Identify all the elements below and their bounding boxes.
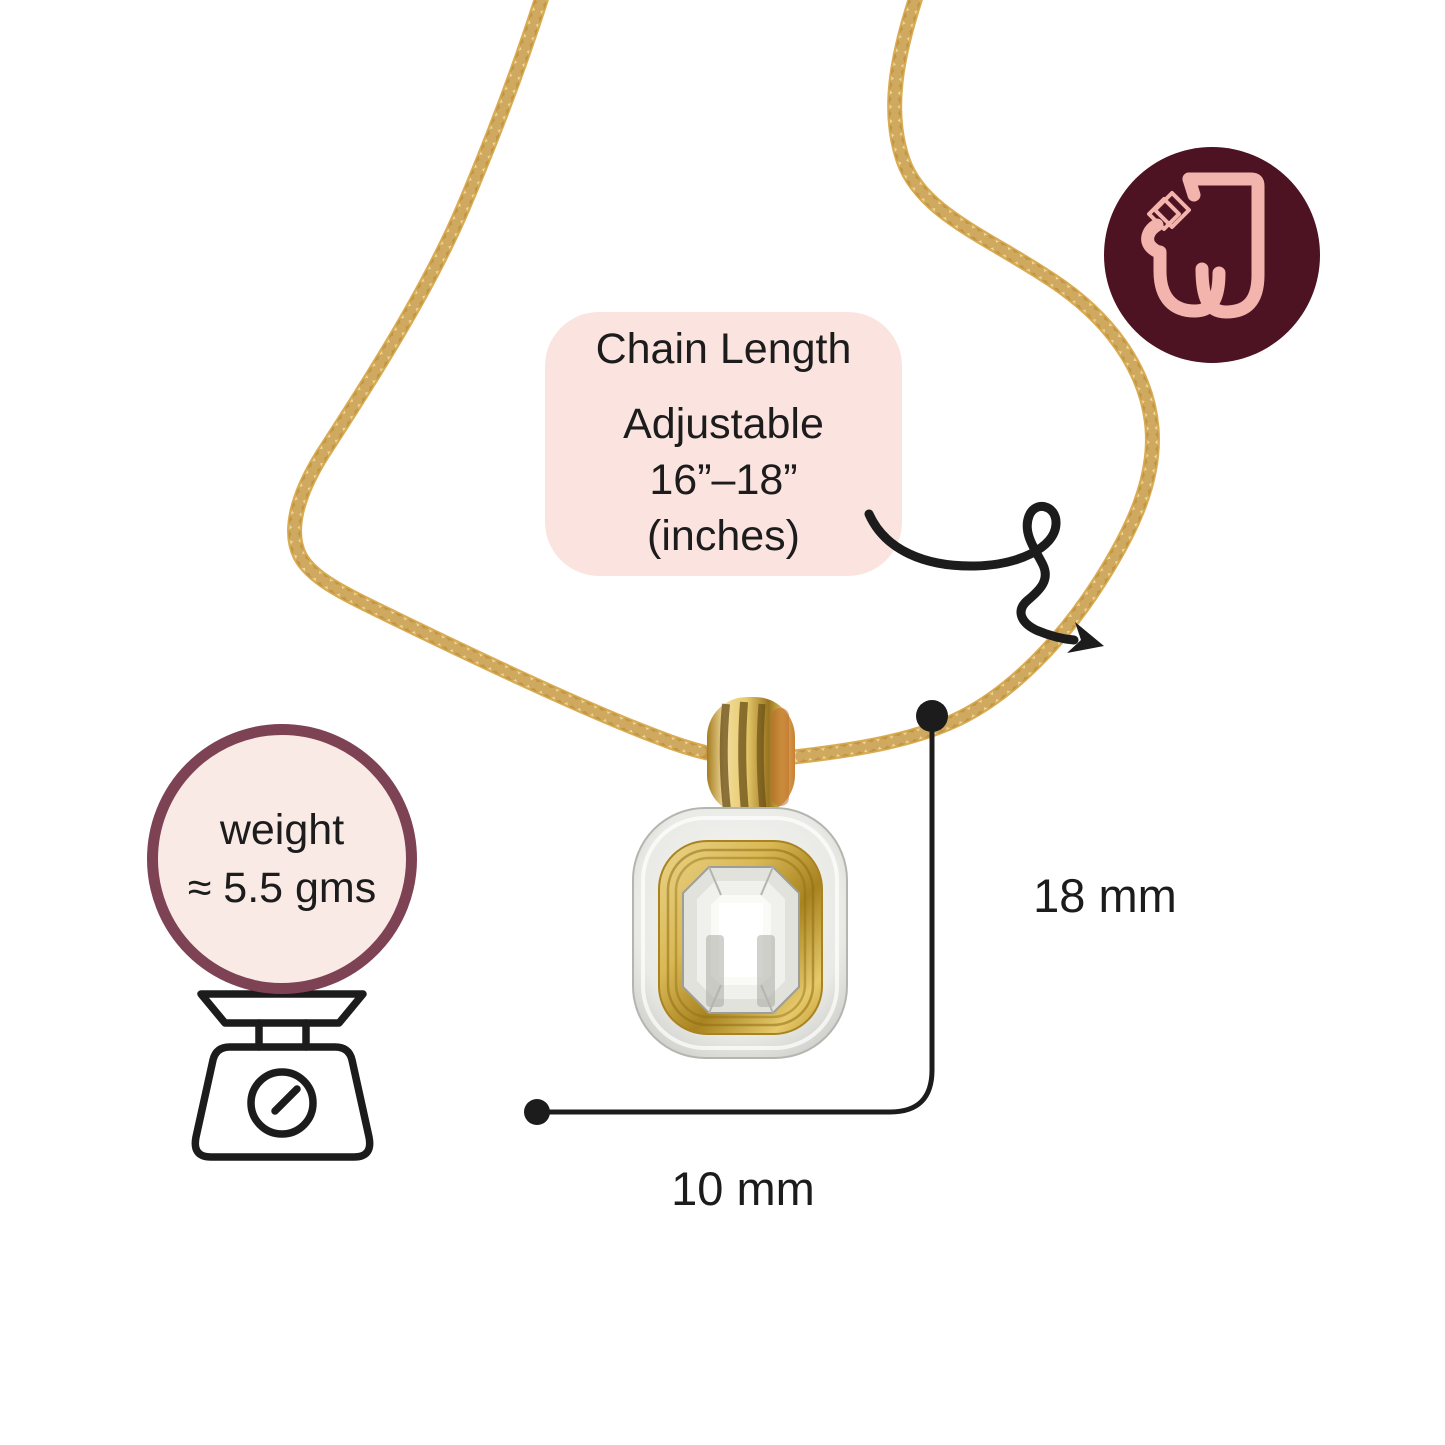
pendant-bezel xyxy=(658,840,823,1035)
pendant-stone xyxy=(682,866,800,1014)
pendant-frame xyxy=(632,807,848,1059)
curly-arrow-icon xyxy=(864,502,1104,653)
weight-badge: weight ≈ 5.5 gms xyxy=(147,724,417,994)
callout-title: Chain Length xyxy=(595,325,852,373)
weight-value: ≈ 5.5 gms xyxy=(187,864,377,912)
pendant-width-label: 10 mm xyxy=(671,1162,815,1215)
logo-circle xyxy=(1104,147,1320,363)
pendant-height-label: 18 mm xyxy=(1033,869,1177,922)
measurement-dot-top xyxy=(916,700,948,732)
j-monogram-icon xyxy=(1104,147,1320,363)
callout-line-adjustable: Adjustable xyxy=(623,400,824,448)
kitchen-scale-icon xyxy=(191,990,374,1161)
chain-length-callout: Chain Length Adjustable 16”–18” (inches) xyxy=(545,312,902,576)
pendant-bail xyxy=(707,697,795,815)
diamond-icon xyxy=(1147,191,1191,231)
callout-line-range: 16”–18” xyxy=(649,456,798,504)
callout-line-units: (inches) xyxy=(647,512,800,560)
brand-logo xyxy=(1102,145,1323,366)
pendant xyxy=(632,697,848,1059)
weight-label: weight xyxy=(219,806,345,854)
measurement-bracket xyxy=(524,700,948,1125)
j-monogram-strokes xyxy=(1141,172,1265,319)
measurement-dot-left xyxy=(524,1099,550,1125)
